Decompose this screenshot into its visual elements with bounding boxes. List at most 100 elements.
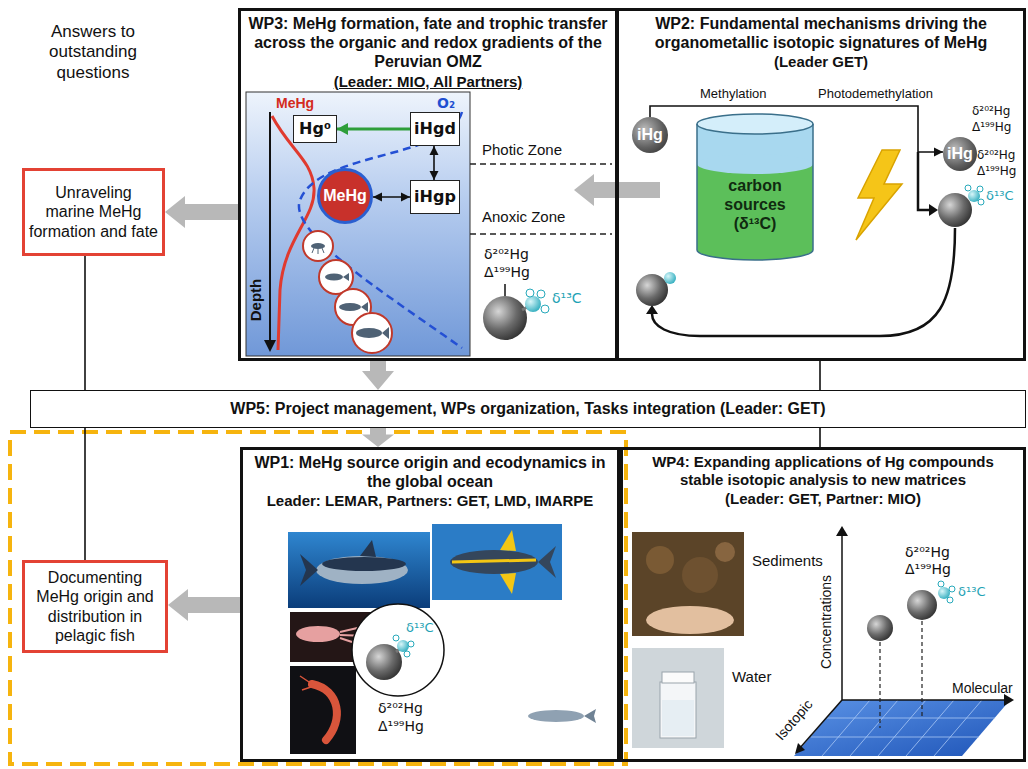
methylmercury-circle: MeHg <box>317 168 373 224</box>
process-label: Photodemethylation <box>818 86 933 102</box>
connector <box>430 146 439 180</box>
mercury-sphere: iHg <box>632 117 668 153</box>
cycle-arrow <box>918 152 930 210</box>
yellowfin-photo <box>538 546 556 578</box>
zone-boundary <box>470 163 612 165</box>
molecule-circle <box>397 640 409 652</box>
tuna-photo <box>322 557 406 571</box>
molecule-circle <box>352 604 444 696</box>
connector <box>820 428 821 447</box>
yellowfin-photo <box>452 560 536 562</box>
plankton-and-fish <box>311 243 389 339</box>
lightning-bolt <box>856 150 902 240</box>
isotope-label: Δ¹⁹⁹Hg <box>977 164 1016 178</box>
arrow-head <box>646 305 658 314</box>
node-label: Documenting MeHg origin and distribution… <box>29 568 161 645</box>
yellowfin-photo <box>500 530 516 551</box>
plankton-and-fish <box>312 248 324 254</box>
anchovy <box>528 710 584 722</box>
sediment-photo <box>646 606 734 634</box>
node-label: Unraveling marine MeHg formation and fat… <box>29 183 158 241</box>
connector <box>362 428 394 447</box>
isotope-space-plot <box>938 581 944 587</box>
block-arrow <box>362 361 394 390</box>
ocean-profile <box>246 92 470 356</box>
isotope-label: δ¹³C <box>986 188 1013 204</box>
work-package-title: WP1: MeHg source origin and ecodynamics … <box>249 453 611 491</box>
mercury-sphere: iHg <box>943 137 977 171</box>
yellowfin-photo <box>500 573 516 594</box>
isotope-label: Δ¹⁹⁹Hg <box>972 120 1011 134</box>
ocean-profile <box>246 92 470 356</box>
ocean-profile <box>269 112 271 342</box>
work-package-box: WP2: Fundamental mechanisms driving the … <box>616 8 1026 361</box>
node-label: WP5: Project management, WPs organizatio… <box>230 400 825 418</box>
axis-label: Molecular <box>952 680 1013 697</box>
anchovy <box>584 709 596 723</box>
methylmercury-molecule <box>504 284 506 296</box>
cylinder-shape <box>697 114 813 134</box>
work-package-title: WP3: MeHg formation, fate and trophic tr… <box>247 14 609 72</box>
ocean-profile <box>299 112 462 348</box>
sediment-photo <box>646 546 674 574</box>
plankton-and-fish <box>325 274 343 281</box>
tuna-photo <box>300 554 318 586</box>
shrimp-photo <box>300 676 314 690</box>
zone-label: Anoxic Zone <box>482 208 565 226</box>
node-label: iHgp <box>414 187 456 206</box>
water-photo <box>660 682 696 738</box>
sediment-photo <box>632 532 744 636</box>
tuna-photo <box>360 540 376 557</box>
arrow-head <box>401 193 410 202</box>
photo-caption: Water <box>732 668 771 686</box>
isotope-label: Δ¹⁹⁹Hg <box>484 264 530 281</box>
process-label: Methylation <box>700 86 766 102</box>
plankton-and-fish <box>339 303 361 311</box>
tuna-photo <box>316 556 408 584</box>
zone-boundary <box>470 233 612 235</box>
isotope-label: Δ¹⁹⁹Hg <box>905 561 951 578</box>
plankton-and-fish <box>356 328 382 338</box>
isotope-label: δ²⁰²Hg <box>905 544 950 561</box>
arrow-head <box>373 193 382 202</box>
work-package-title: WP2: Fundamental mechanisms driving the … <box>625 14 1017 52</box>
mercury-pool-box: iHgd <box>410 112 460 146</box>
isotope-space-plot <box>867 615 893 641</box>
work-package-title: WP4: Expanding applications of Hg compou… <box>629 453 1017 489</box>
ocean-profile <box>264 340 276 352</box>
molecule-circle <box>404 651 410 657</box>
isotope-space-plot <box>841 534 843 700</box>
isotope-space-plot <box>795 743 805 754</box>
zone-label: Photic Zone <box>482 141 562 159</box>
methylmercury-molecule <box>978 199 984 205</box>
water-photo <box>662 672 694 683</box>
outcome-box: Unraveling marine MeHg formation and fat… <box>22 168 165 256</box>
plankton-and-fish <box>382 327 389 339</box>
isotope-space-plot <box>794 700 1010 756</box>
tuna-photo <box>288 532 430 608</box>
food-chain-circles <box>303 231 333 261</box>
curve-label: O₂ <box>437 95 455 112</box>
node-label: MeHg <box>323 186 367 205</box>
isotope-space-plot <box>907 590 937 620</box>
sediment-photo <box>682 557 718 593</box>
arrow-head <box>934 148 943 157</box>
plankton-and-fish <box>361 302 368 312</box>
methylmercury-molecule <box>977 186 983 192</box>
work-package-box: WP3: MeHg formation, fate and trophic tr… <box>238 8 618 361</box>
methylmercury-molecule <box>526 289 534 297</box>
isotope-label: δ²⁰²Hg <box>977 148 1015 162</box>
connector <box>373 193 410 202</box>
connector <box>165 196 238 228</box>
connector-line <box>819 428 821 447</box>
node-label: iHg <box>637 125 663 144</box>
ocean-profile <box>272 116 314 350</box>
block-arrow <box>165 196 238 228</box>
focus-frame <box>10 432 626 764</box>
arrow-head <box>430 171 439 180</box>
block-arrow <box>168 589 240 621</box>
plankton-and-fish <box>343 273 349 281</box>
work-package-leader: (Leader: GET, Partner: MIO) <box>629 490 1017 509</box>
node-label: carbon sources (δ¹³C) <box>701 176 809 234</box>
isotope-space-plot <box>794 526 1014 756</box>
